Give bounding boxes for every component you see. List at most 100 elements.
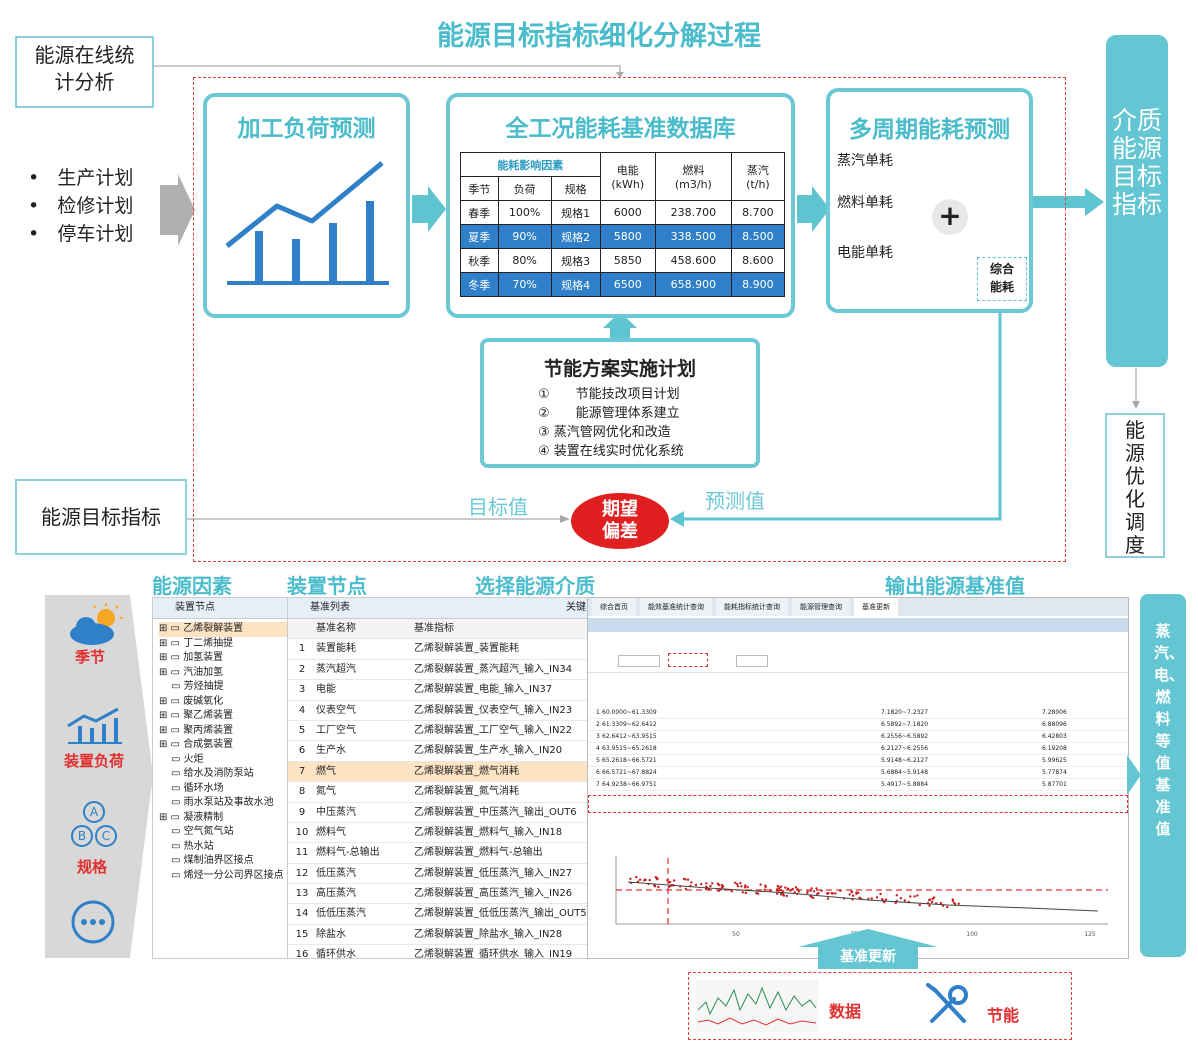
tree-item[interactable]: ⊞ ▭ 聚丙烯装置	[159, 724, 288, 739]
tree-item[interactable]: ▭ 芳烃抽提	[159, 680, 288, 695]
x-tick-label: 125	[1084, 931, 1096, 938]
factor-season-label: 季节	[40, 646, 140, 667]
scatter-point	[690, 881, 692, 883]
screen-tab[interactable]: 能效基准统计查询	[640, 598, 712, 616]
scatter-point	[685, 888, 687, 890]
baseline-list-header: 基准列表 关键	[288, 598, 588, 619]
screen-filter-bar	[588, 632, 1128, 673]
tree-item[interactable]: ⊞ ▭ 废碱氧化	[159, 695, 288, 710]
energy-target-box: 能源目标指标	[15, 479, 187, 555]
scatter-point	[777, 885, 779, 887]
scatter-point	[780, 885, 782, 887]
tree-item[interactable]: ⊞ ▭ 丁二烯抽提	[159, 637, 288, 652]
svg-text:C: C	[102, 829, 110, 843]
filter-select[interactable]	[736, 655, 768, 667]
scatter-point	[700, 883, 702, 885]
screen-tab[interactable]: 基准更新	[854, 598, 898, 616]
tree-item[interactable]: ⊞ ▭ 合成氨装置	[159, 738, 288, 753]
tree-item[interactable]: ▭ 煤制油界区接点	[159, 854, 288, 869]
scatter-point	[933, 896, 935, 898]
screen-tab[interactable]: 综合首页	[592, 598, 636, 616]
table-row: 夏季90%规格25800338.5008.500	[461, 225, 785, 249]
scatter-point	[736, 883, 738, 885]
screen-tab[interactable]: 能耗指标统计查询	[716, 598, 788, 616]
scatter-point	[635, 876, 637, 878]
scatter-point	[914, 895, 916, 897]
filter-select[interactable]	[618, 655, 660, 667]
scatter-point	[629, 878, 631, 880]
scatter-point	[811, 887, 813, 889]
tree-item[interactable]: ▭ 雨水泵站及事故水池	[159, 796, 288, 811]
scatter-point	[839, 890, 841, 892]
scatter-point	[765, 886, 767, 888]
tree-item[interactable]: ⊞ ▭ 汽油加氢	[159, 666, 288, 681]
scatter-point	[708, 888, 710, 890]
x-tick-label: 50	[732, 931, 740, 938]
tree-item[interactable]: ▭ 空气氮气站	[159, 825, 288, 840]
tree-item[interactable]: ▭ 烯烃一分公司界区接点	[159, 869, 288, 884]
tree-item[interactable]: ▭ 循环水场	[159, 782, 288, 797]
scatter-point	[831, 892, 833, 894]
base-update-label: 基准更新	[818, 946, 918, 966]
energy-saving-plan-title: 节能方案实施计划	[484, 354, 756, 381]
scatter-point	[812, 897, 814, 899]
scatter-point	[827, 897, 829, 899]
tree-item[interactable]: ⊞ ▭ 聚乙烯装置	[159, 709, 288, 724]
medium-select-highlight[interactable]	[668, 653, 708, 667]
scatter-point	[759, 883, 761, 885]
svg-text:B: B	[78, 829, 86, 843]
baseline-list-colhead: 基准名称基准指标	[288, 619, 588, 639]
scatter-point	[711, 882, 713, 884]
col-header-fuel: 燃料(m3/h)	[655, 153, 731, 201]
expected-deviation-badge: 期望偏差	[571, 493, 669, 549]
scatter-point	[791, 888, 793, 890]
weather-icon	[64, 602, 124, 648]
fuel-unit-consumption: 燃料单耗	[837, 192, 893, 212]
tree-item[interactable]: ▭ 给水及消防泵站	[159, 767, 288, 782]
baseline-database-title: 全工况能耗基准数据库	[450, 109, 791, 143]
scatter-point	[783, 894, 785, 896]
scatter-point	[834, 892, 836, 894]
tree-item[interactable]: ▭ 火炬	[159, 753, 288, 768]
output-arrow	[1127, 755, 1141, 795]
tree-item[interactable]: ⊞ ▭ 乙烯裂解装置	[159, 622, 288, 637]
scatter-point	[796, 888, 798, 890]
load-chart-icon	[64, 706, 124, 746]
electric-unit-consumption: 电能单耗	[837, 242, 893, 262]
tree-item[interactable]: ⊞ ▭ 加氢装置	[159, 651, 288, 666]
screen-tab[interactable]: 能源管理查询	[792, 598, 850, 616]
tree-item[interactable]: ▭ 热水站	[159, 840, 288, 855]
baseline-database-card: 全工况能耗基准数据库 能耗影响因素 电能(kWh) 燃料(m3/h) 蒸汽(t/…	[446, 93, 795, 318]
tree-item[interactable]: ⊞ ▭ 凝液精制	[159, 811, 288, 826]
scatter-point	[958, 903, 960, 905]
scatter-point	[721, 886, 723, 888]
scatter-point	[871, 897, 873, 899]
baseline-list-key-header: 关键	[566, 598, 586, 618]
scatter-point	[784, 886, 786, 888]
scatter-point	[946, 906, 948, 908]
